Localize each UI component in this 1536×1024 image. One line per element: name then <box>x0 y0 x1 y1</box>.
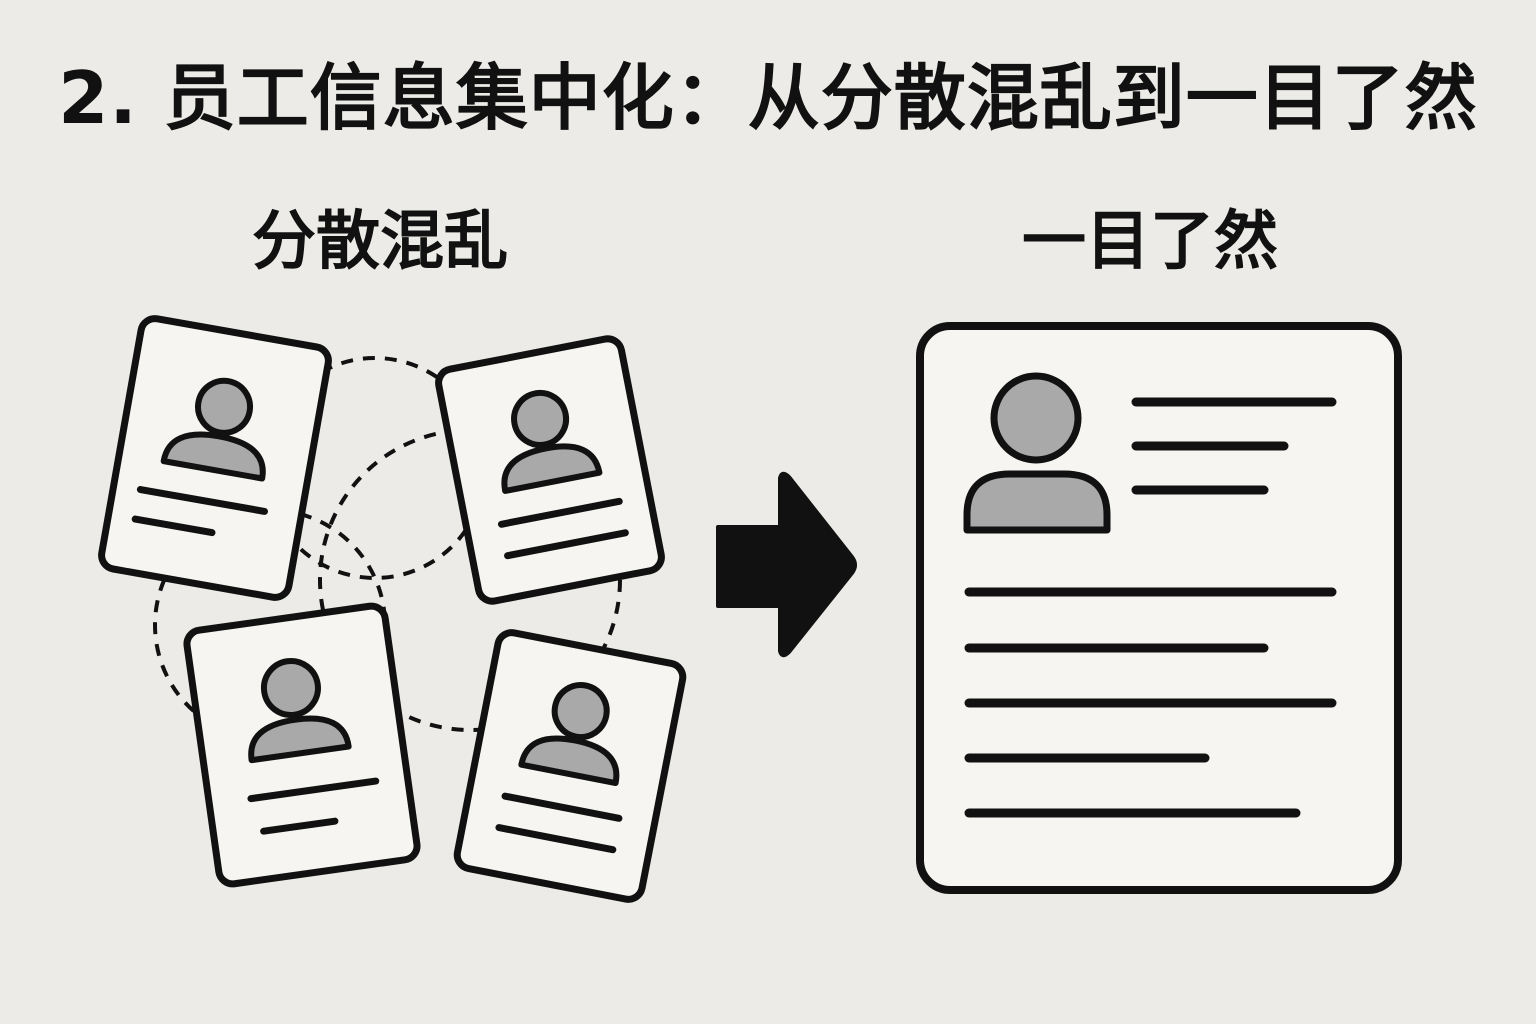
employee-card-icon <box>453 629 687 903</box>
unified-label: 一目了然 <box>1022 205 1278 279</box>
employee-card-icon <box>183 602 421 888</box>
scattered-label: 分散混乱 <box>252 205 508 279</box>
employee-profile-icon <box>916 322 1402 894</box>
employee-card-icon <box>435 335 665 605</box>
employee-card-icon <box>98 315 332 601</box>
right-arrow-icon <box>716 471 857 658</box>
page-title: 2. 员工信息集中化：从分散混乱到一目了然 <box>58 56 1478 140</box>
